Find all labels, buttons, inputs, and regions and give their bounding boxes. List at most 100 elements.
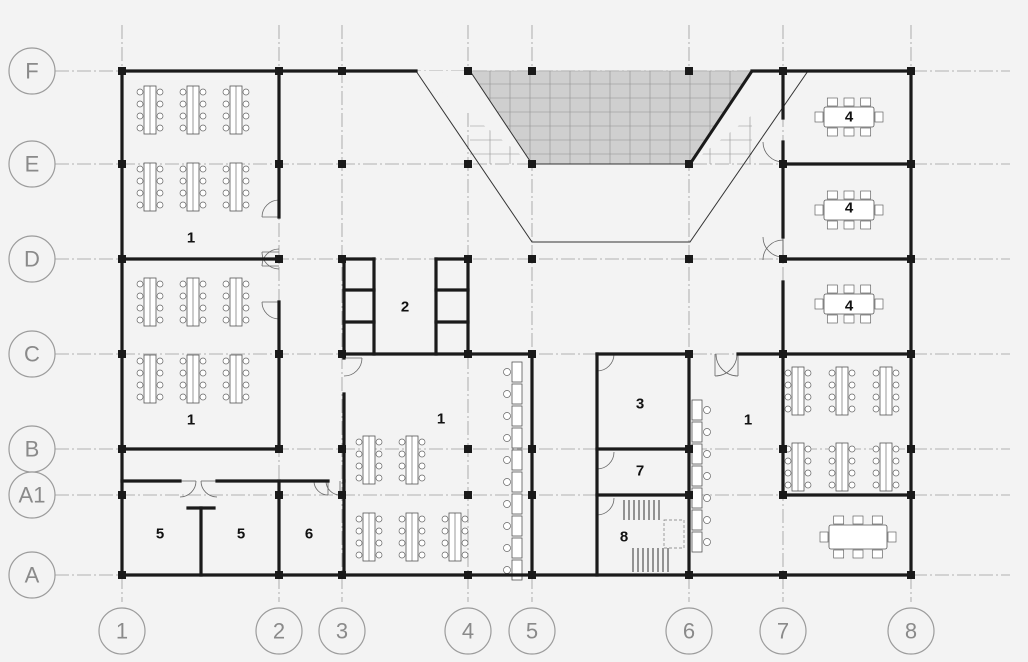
column <box>464 445 472 453</box>
chair <box>892 393 900 401</box>
chair <box>828 481 836 489</box>
chair <box>703 450 711 458</box>
chair <box>156 316 164 324</box>
chair <box>872 445 880 453</box>
chair <box>784 393 792 401</box>
column <box>118 491 126 499</box>
chair <box>156 381 164 389</box>
room-label: 1 <box>187 412 195 429</box>
chair <box>848 393 856 401</box>
grid-bubble-label: 4 <box>462 619 474 644</box>
chair <box>136 304 144 312</box>
chair <box>814 111 824 123</box>
chair <box>242 88 250 96</box>
column <box>118 350 126 358</box>
door-swing <box>762 141 784 163</box>
chair <box>136 280 144 288</box>
chair <box>441 527 449 535</box>
chair <box>179 393 187 401</box>
chair <box>848 381 856 389</box>
chair <box>828 405 836 413</box>
column <box>275 160 283 168</box>
chair <box>222 381 230 389</box>
grid-bubble-circle <box>318 607 366 655</box>
column <box>338 67 346 75</box>
grid-bubble-label: 3 <box>336 619 348 644</box>
chair <box>860 97 872 107</box>
atrium-mask <box>690 71 808 164</box>
chair <box>222 177 230 185</box>
workstation-cluster <box>784 366 812 416</box>
furniture <box>136 85 900 581</box>
chair <box>242 165 250 173</box>
chair <box>199 381 207 389</box>
atrium-structural-edge <box>688 70 754 165</box>
atrium-mask <box>416 71 532 164</box>
workstation-cluster <box>179 162 207 212</box>
chair <box>156 124 164 132</box>
chair <box>355 462 363 470</box>
table-top <box>828 524 888 550</box>
room-label: 8 <box>620 529 628 546</box>
chair <box>179 100 187 108</box>
chair <box>441 539 449 547</box>
wall-desk <box>691 487 703 509</box>
chair <box>703 516 711 524</box>
column <box>275 491 283 499</box>
chair <box>179 369 187 377</box>
room-label: 2 <box>401 299 409 316</box>
wall-desk <box>691 465 703 487</box>
chair <box>179 280 187 288</box>
chair <box>222 316 230 324</box>
chair <box>222 112 230 120</box>
chair <box>860 314 872 324</box>
room-label: 4 <box>845 298 854 315</box>
chair <box>843 97 855 107</box>
chair <box>461 527 469 535</box>
chair <box>222 201 230 209</box>
chair <box>398 515 406 523</box>
grid-bubble-circle <box>8 47 56 95</box>
room-label: 1 <box>437 411 445 428</box>
door-swing <box>343 357 363 377</box>
wall-workstations <box>503 361 523 581</box>
chair <box>828 457 836 465</box>
workstation-cluster <box>222 85 250 135</box>
wall-desk <box>511 405 523 427</box>
chair <box>398 527 406 535</box>
chair <box>242 177 250 185</box>
column <box>464 255 472 263</box>
chair <box>199 88 207 96</box>
chair <box>242 112 250 120</box>
grid-bubble-label: 7 <box>777 619 789 644</box>
grid-bubble-circle <box>8 140 56 188</box>
chair <box>784 381 792 389</box>
chair <box>892 481 900 489</box>
door-arc <box>762 141 784 163</box>
chair <box>156 88 164 96</box>
door-swing <box>261 199 280 218</box>
chair <box>355 450 363 458</box>
column <box>275 571 283 579</box>
meeting-table <box>819 515 897 559</box>
chair <box>874 111 884 123</box>
room-label: 4 <box>845 200 854 217</box>
column <box>464 160 472 168</box>
chair <box>848 469 856 477</box>
chair <box>872 481 880 489</box>
chair <box>398 474 406 482</box>
chair <box>843 314 855 324</box>
table-top <box>823 106 875 128</box>
chair <box>242 292 250 300</box>
chair <box>199 280 207 288</box>
doors <box>179 141 784 516</box>
chair <box>199 165 207 173</box>
chair <box>398 462 406 470</box>
wall-desk <box>511 537 523 559</box>
grid-bubble-circle <box>8 330 56 378</box>
chair <box>199 201 207 209</box>
chair <box>503 456 511 464</box>
grid-bubble-column: 7 <box>759 607 807 655</box>
workstation-cluster <box>222 277 250 327</box>
chair <box>179 292 187 300</box>
